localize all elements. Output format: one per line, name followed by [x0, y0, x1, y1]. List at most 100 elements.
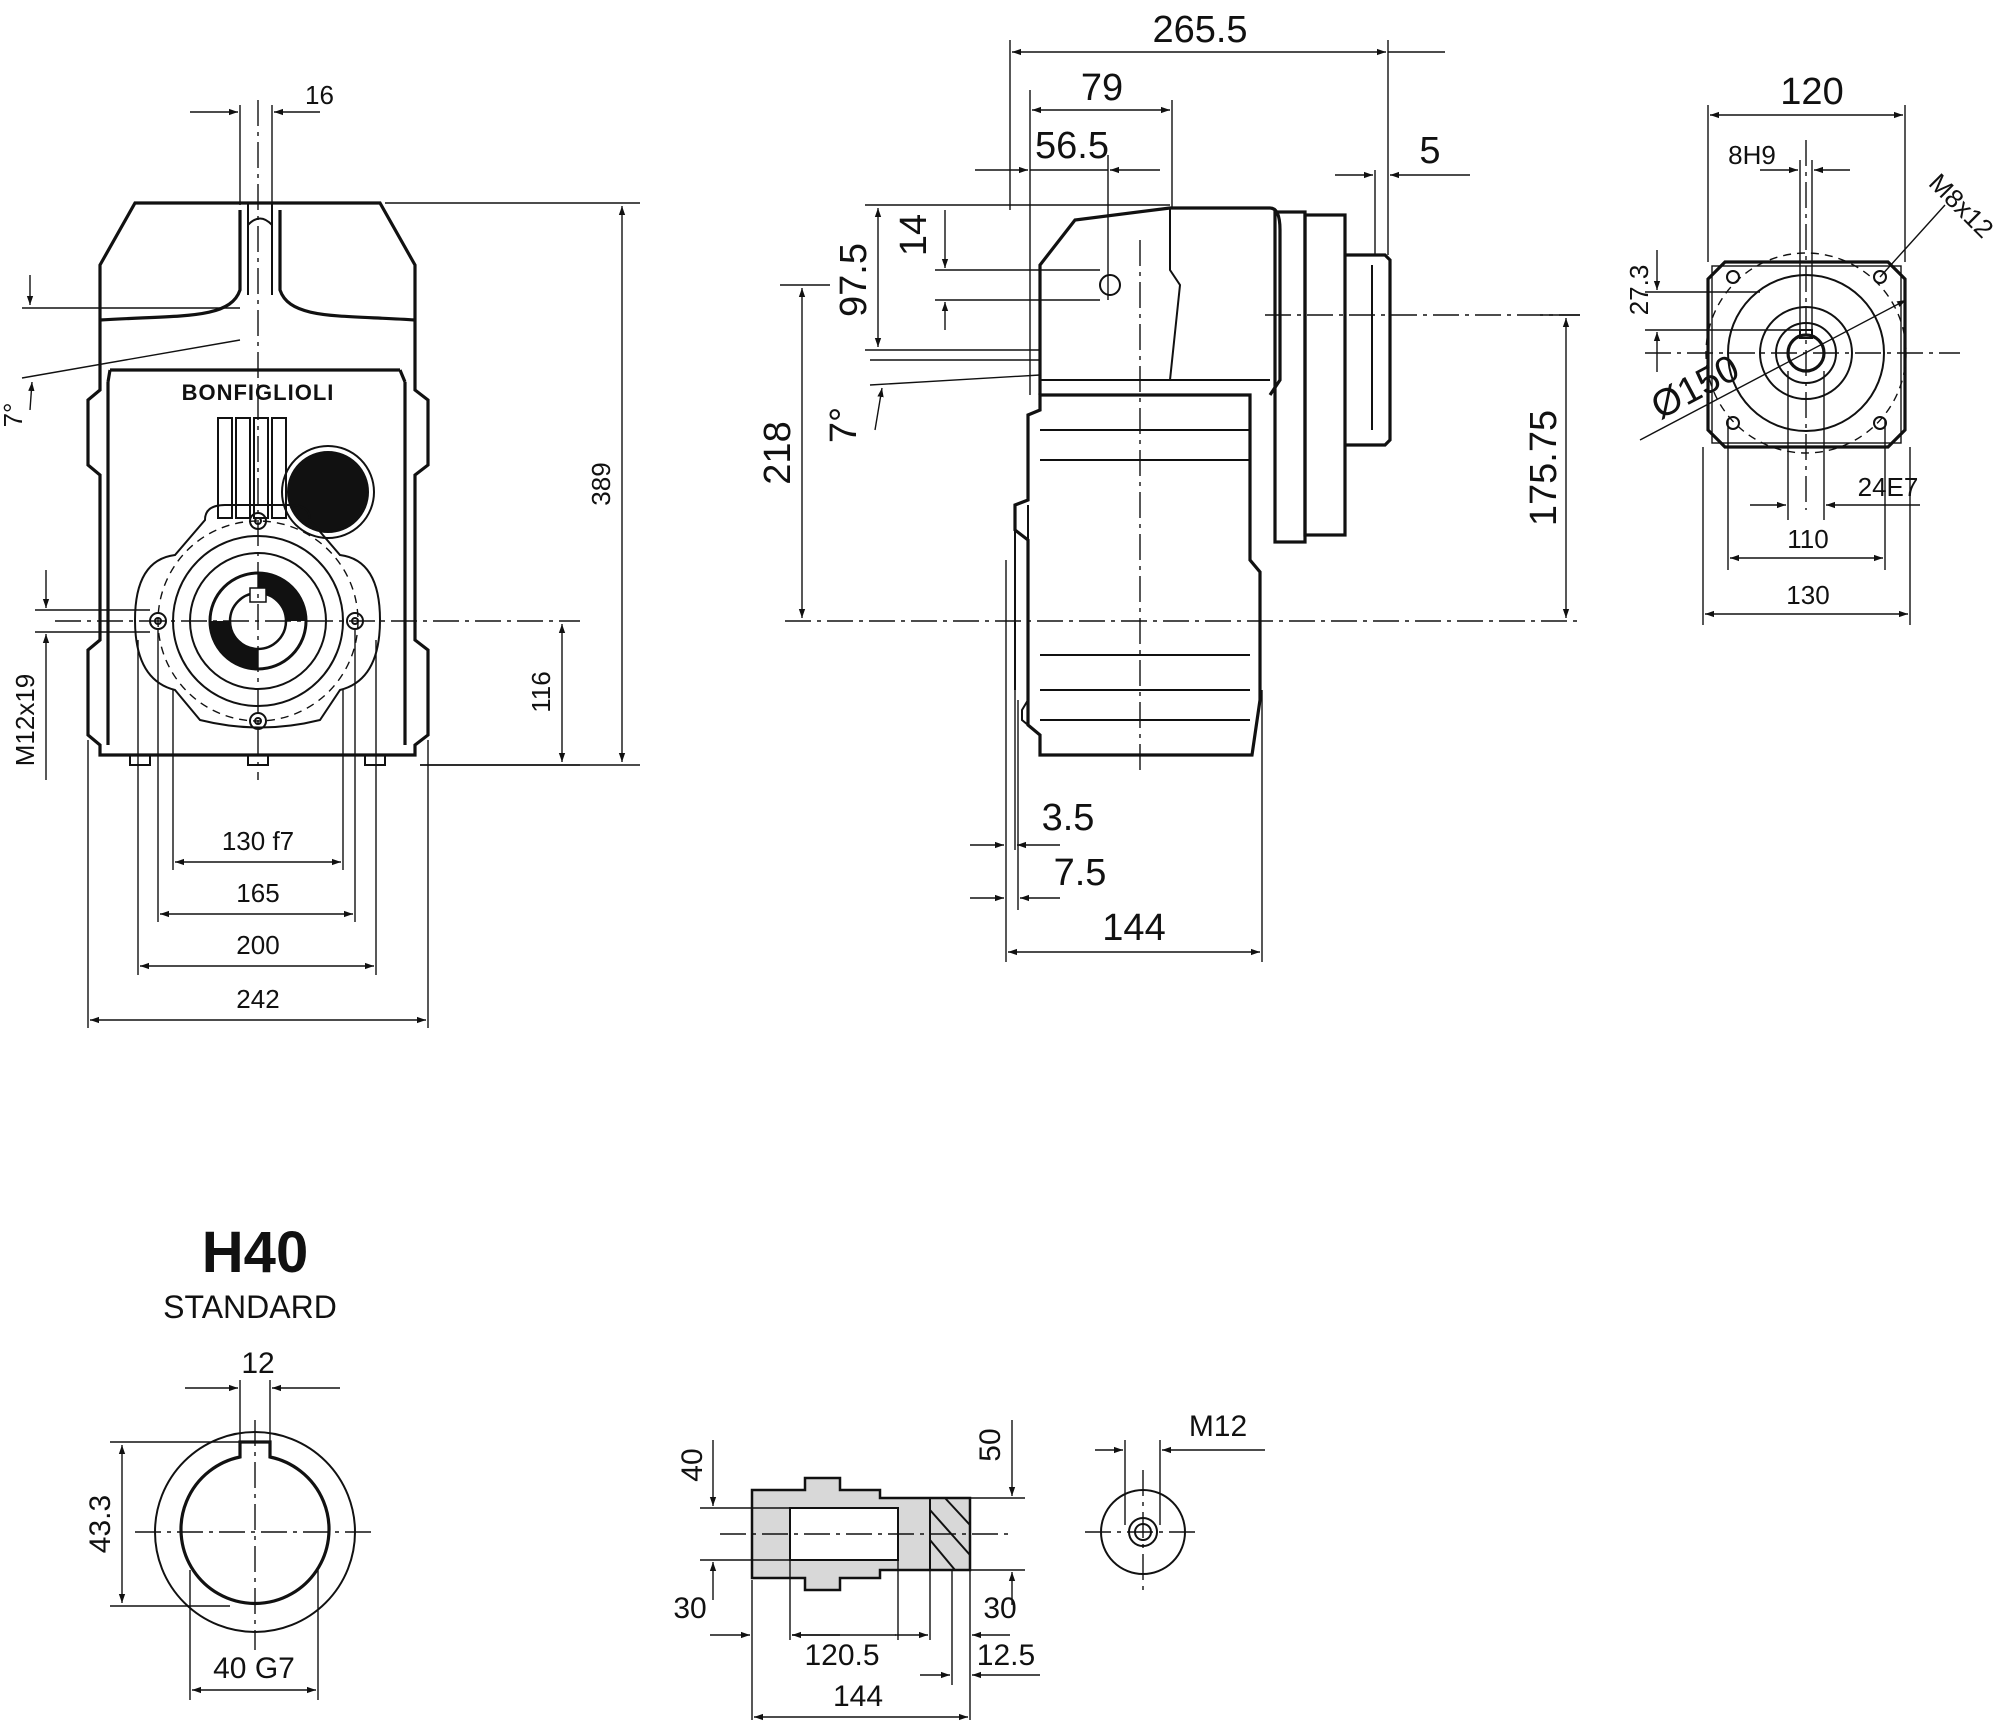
front-upper-panel [106, 368, 407, 745]
side-input-flange-2 [1303, 213, 1347, 537]
front-top-slot [247, 203, 273, 295]
svg-text:7.5: 7.5 [1054, 852, 1107, 894]
svg-text:30: 30 [983, 1592, 1016, 1625]
side-view: 265.5 79 56.5 5 14 [757, 9, 1580, 962]
input-flange-bolt-holes [1726, 270, 1887, 430]
svg-text:5: 5 [1419, 130, 1440, 172]
svg-text:120: 120 [1780, 71, 1843, 113]
svg-text:97.5: 97.5 [833, 243, 875, 317]
side-breather-hole [1099, 274, 1121, 296]
svg-text:116: 116 [526, 671, 556, 712]
svg-text:8H9: 8H9 [1728, 140, 1776, 170]
svg-text:40 G7: 40 G7 [213, 1652, 295, 1685]
svg-text:M12x19: M12x19 [10, 674, 40, 767]
svg-text:144: 144 [833, 1680, 883, 1713]
svg-text:50: 50 [974, 1428, 1007, 1461]
svg-text:7°: 7° [823, 407, 865, 443]
side-input-spigot [1345, 253, 1392, 447]
dim-hollow-bore: 40 G7 [189, 1570, 319, 1700]
hollow-shaft-bore [179, 1440, 331, 1605]
side-lower-panels [1040, 429, 1250, 721]
dim-input-pilot: 110 [1727, 420, 1886, 570]
dim-side-3-5: 3.5 [970, 560, 1094, 912]
dim-shaft-inner: 120.5 [792, 1560, 899, 1672]
svg-text:40: 40 [676, 1448, 709, 1481]
dim-end-thread: M12 [1095, 1410, 1265, 1525]
side-left-steps [1014, 505, 1029, 726]
breather-ring [281, 445, 375, 539]
dim-side-5: 5 [1335, 130, 1470, 255]
svg-text:27.3: 27.3 [1624, 265, 1654, 316]
hollow-shaft-view: 12 43.3 40 G7 [84, 1347, 375, 1700]
dim-front-height: 389 [385, 202, 640, 766]
svg-text:56.5: 56.5 [1035, 125, 1109, 167]
shaft-section-view: 40 50 30 120.5 30 12.5 [673, 1420, 1040, 1721]
svg-text:79: 79 [1081, 67, 1123, 109]
svg-text:12.5: 12.5 [977, 1639, 1035, 1672]
dim-input-key: 8H9 [1728, 140, 1850, 330]
dim-side-79: 79 [1029, 67, 1173, 395]
svg-text:218: 218 [757, 421, 799, 484]
svg-text:130: 130 [1786, 580, 1829, 610]
dim-side-angle: 7° [823, 359, 1041, 443]
dim-input-bore: 24E7 [1750, 371, 1920, 520]
dim-hollow-key: 12 [185, 1347, 340, 1442]
brand-label: BONFIGLIOLI [182, 380, 335, 405]
product-variant: STANDARD [163, 1289, 337, 1325]
dim-side-218: 218 [757, 284, 830, 618]
output-flange-lobe [133, 504, 382, 729]
dim-flange: 200 [137, 640, 377, 975]
dim-side-144: 144 [1005, 690, 1263, 962]
dim-front-angle: 7° [0, 275, 241, 428]
dim-side-14: 14 [893, 210, 1100, 330]
dim-top-slot: 16 [190, 80, 334, 205]
side-lower-housing [1013, 393, 1262, 757]
dim-side-7-5: 7.5 [970, 700, 1106, 910]
dim-axis-height: 116 [420, 624, 580, 766]
svg-text:16: 16 [305, 80, 334, 110]
side-upper-housing [1038, 206, 1282, 396]
dim-side-overall: 265.5 [1009, 9, 1445, 255]
dim-shaft-right-dia: 50 [970, 1420, 1025, 1605]
dim-shaft-total: 144 [754, 1680, 968, 1721]
svg-text:43.3: 43.3 [84, 1495, 117, 1553]
svg-text:M8x12: M8x12 [1923, 167, 1999, 243]
dim-pilot: 130 f7 [172, 690, 344, 870]
dim-bolt-circle: 165 [157, 630, 356, 922]
svg-text:7°: 7° [0, 403, 28, 428]
dim-side-56-5: 56.5 [975, 125, 1160, 300]
dim-side-175-75: 175.75 [1523, 314, 1580, 618]
side-upper-inner [1040, 208, 1270, 381]
dim-front-width: 242 [87, 740, 429, 1028]
svg-text:200: 200 [236, 930, 279, 960]
dim-input-square: 130 [1702, 447, 1911, 625]
svg-text:12: 12 [241, 1347, 274, 1380]
svg-text:110: 110 [1787, 524, 1828, 554]
svg-text:Ø150: Ø150 [1645, 347, 1747, 428]
front-housing-outline [86, 201, 430, 757]
svg-text:175.75: 175.75 [1523, 410, 1565, 526]
dim-shaft-left-dia: 40 [676, 1440, 790, 1600]
svg-text:389: 389 [586, 462, 616, 505]
dim-input-bolts: M8x12 [1879, 167, 2000, 278]
product-code: H40 [202, 1220, 308, 1285]
input-flange-view: 120 8H9 M8x12 27.3 Ø150 [1624, 71, 2000, 625]
front-neck [99, 210, 416, 322]
dim-side-97-5: 97.5 [833, 204, 1170, 351]
breather-plug [287, 451, 369, 533]
dim-shaft-right-len: 30 [895, 1570, 1017, 1720]
svg-text:24E7: 24E7 [1858, 472, 1919, 502]
dim-input-offset: 27.3 [1624, 250, 1800, 372]
svg-text:242: 242 [236, 984, 279, 1014]
dim-thread: M12x19 [10, 570, 150, 780]
dim-shaft-end: 12.5 [920, 1570, 1040, 1685]
svg-text:3.5: 3.5 [1042, 797, 1095, 839]
cooling-fins [217, 417, 287, 519]
dim-input-width: 120 [1707, 71, 1906, 262]
svg-text:265.5: 265.5 [1152, 9, 1247, 51]
end-view: M12 [1085, 1410, 1265, 1595]
svg-text:M12: M12 [1189, 1410, 1247, 1443]
front-view: BONFIGLIOLI 16 389 7° 116 [0, 80, 640, 1028]
dim-hollow-depth: 43.3 [84, 1441, 240, 1607]
